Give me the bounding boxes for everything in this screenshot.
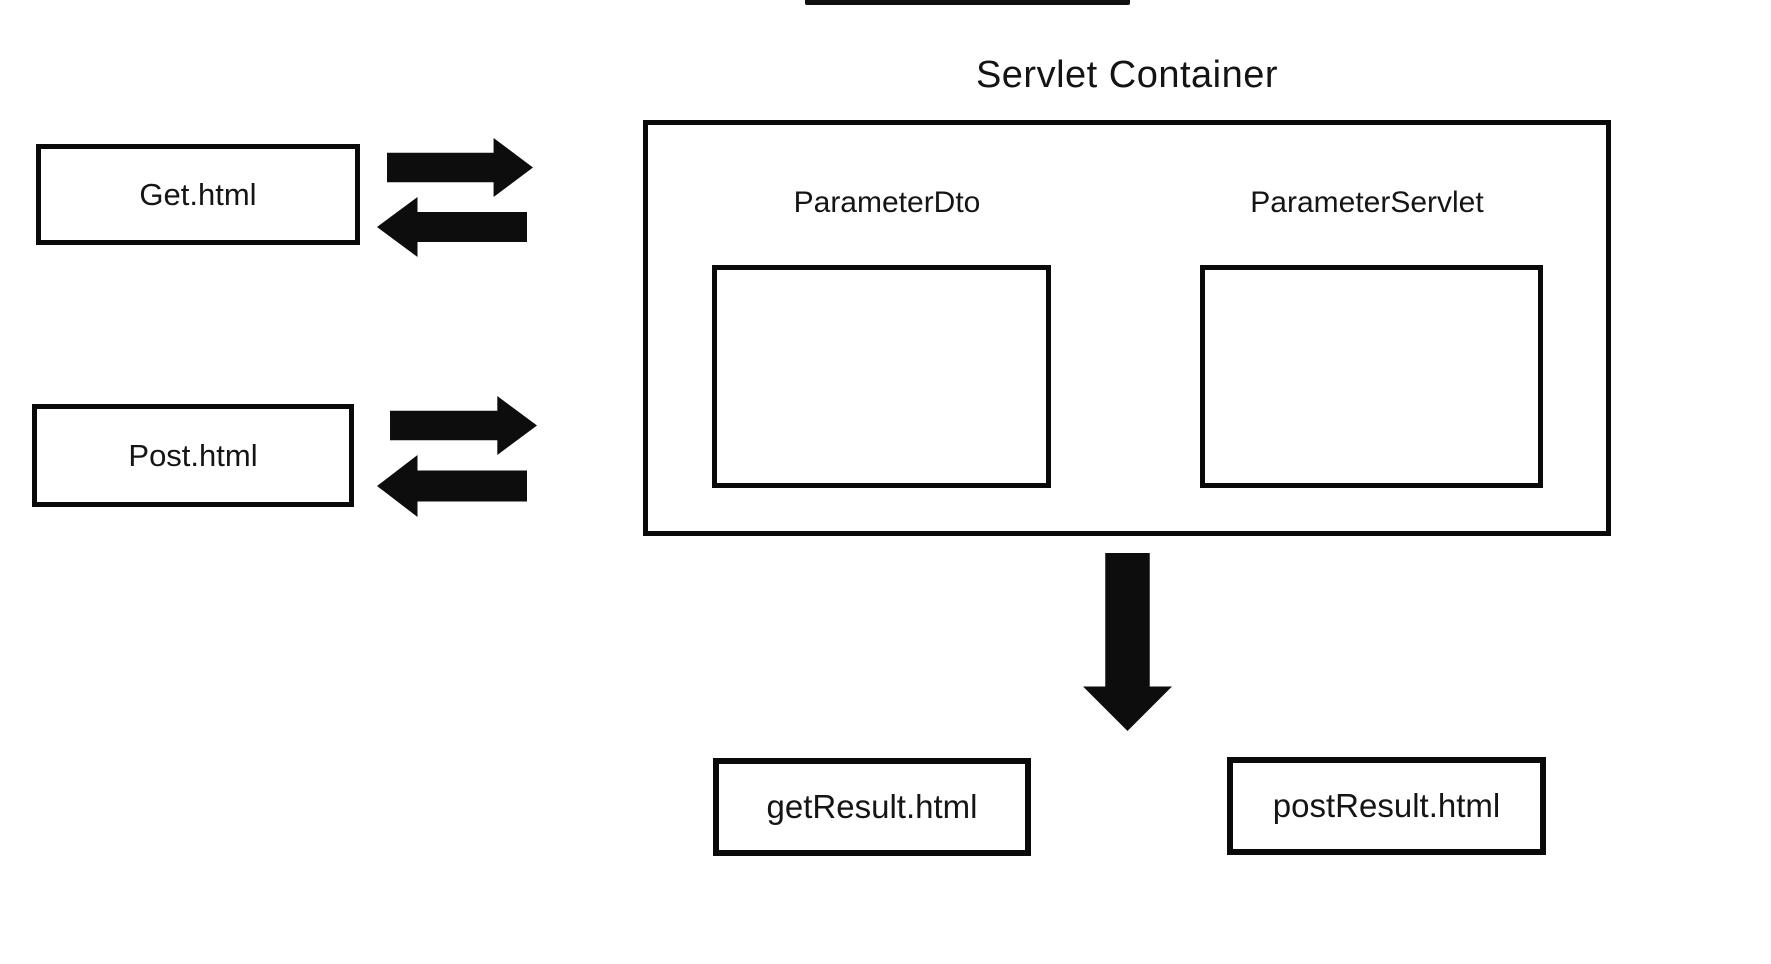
node-post-html: Post.html: [32, 404, 354, 507]
parameter-dto-box: [712, 265, 1051, 488]
node-get-result-label: getResult.html: [766, 788, 978, 825]
arrow-down-icon: [1083, 553, 1172, 731]
arrow-left-icon: [377, 197, 527, 257]
node-post-result-label: postResult.html: [1272, 787, 1501, 824]
arrow-left-icon: [377, 455, 527, 517]
parameter-servlet-label: ParameterServlet: [1250, 186, 1484, 219]
cropped-top-bar: [805, 0, 1130, 5]
node-post-result-html: postResult.html: [1227, 757, 1546, 855]
arrow-right-icon: [390, 396, 537, 455]
node-get-html-label: Get.html: [139, 176, 257, 212]
parameter-servlet-box: [1200, 265, 1543, 488]
parameter-dto-label: ParameterDto: [793, 186, 981, 219]
node-get-result-html: getResult.html: [713, 758, 1031, 856]
diagram-title: Servlet Container: [975, 54, 1279, 96]
node-get-html: Get.html: [36, 144, 360, 245]
node-post-html-label: Post.html: [128, 437, 258, 473]
arrow-right-icon: [387, 138, 533, 197]
